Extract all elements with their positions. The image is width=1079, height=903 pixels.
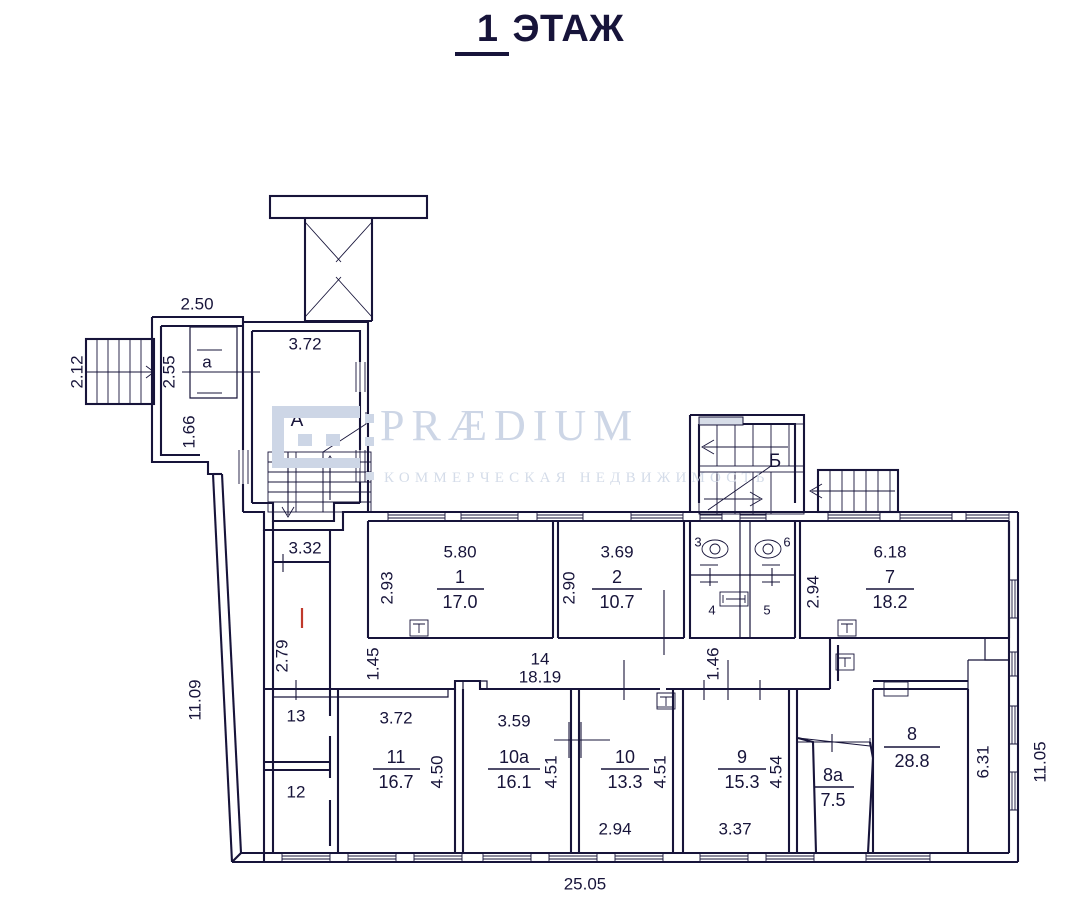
room-1-width: 5.80 xyxy=(443,542,476,561)
room-10-height: 4.51 xyxy=(650,755,669,788)
room-4-number: 4 xyxy=(708,602,715,617)
room-a-label: a xyxy=(202,352,212,371)
windows-bottom-wall xyxy=(281,853,931,862)
dim-2-55: 2.55 xyxy=(159,355,178,388)
dim-1-45: 1.45 xyxy=(363,647,382,680)
dim-6-31: 6.31 xyxy=(973,745,992,778)
room-10a-area: 16.1 xyxy=(496,772,531,792)
room-8a-area: 7.5 xyxy=(820,790,845,810)
room-2-number: 2 xyxy=(612,567,622,587)
room-10-number: 10 xyxy=(615,747,635,767)
room-8a-number: 8а xyxy=(823,765,844,785)
room-13-number: 13 xyxy=(287,706,306,725)
room-1-number: 1 xyxy=(455,567,465,587)
dim-11-05: 11.05 xyxy=(1030,741,1049,782)
room-8-group xyxy=(871,659,1009,853)
room-11-area: 16.7 xyxy=(378,772,413,792)
room-11-number: 11 xyxy=(387,747,406,767)
room-5-number: 5 xyxy=(763,602,770,617)
windows-right-wall xyxy=(1009,579,1018,811)
rooms-11-10a-10-group xyxy=(336,680,675,853)
stair-flight-a-down xyxy=(267,451,324,518)
room-10a-number: 10а xyxy=(499,747,530,767)
dim-1-46: 1.46 xyxy=(703,647,722,680)
room-7-number: 7 xyxy=(885,567,895,587)
dim-3-32: 3.32 xyxy=(288,538,321,557)
corridor-14 xyxy=(273,638,855,710)
entrance-vestibule-block xyxy=(150,315,260,476)
room-10-width: 2.94 xyxy=(598,819,631,838)
room-7-width: 6.18 xyxy=(873,542,906,561)
dim-3-72-hall: 3.72 xyxy=(288,334,321,353)
building-outline-main xyxy=(232,510,1020,864)
room-9-height: 4.54 xyxy=(766,755,785,788)
room-10-area: 13.3 xyxy=(607,772,642,792)
room-3-number: 3 xyxy=(694,534,701,549)
room-7-area: 18.2 xyxy=(872,592,907,612)
floor-word: ЭТАЖ xyxy=(512,8,625,50)
external-stair-right xyxy=(809,468,900,514)
dim-2-79: 2.79 xyxy=(272,639,291,672)
room-9-area: 15.3 xyxy=(724,772,759,792)
external-stair-left xyxy=(84,337,156,406)
dim-left-stair-width: 2.12 xyxy=(67,355,86,388)
room-7-height: 2.94 xyxy=(803,575,822,608)
floor-number: 1 xyxy=(454,8,509,56)
room-8-area: 28.8 xyxy=(894,751,929,771)
room-group-1-2 xyxy=(366,521,686,655)
room-11-width: 3.72 xyxy=(379,708,412,727)
dim-1-66: 1.66 xyxy=(179,415,198,448)
outer-wall-left-slanted xyxy=(211,472,243,863)
stairwell-b-label: Б xyxy=(769,451,781,472)
room-2-width: 3.69 xyxy=(600,542,633,561)
room-1-height: 2.93 xyxy=(377,571,396,604)
windows-top-wall xyxy=(387,512,1010,521)
stairwell-b xyxy=(688,413,806,515)
room-6-number: 6 xyxy=(783,534,790,549)
room-8-number: 8 xyxy=(907,724,917,744)
stairwell-a-lower xyxy=(243,501,368,532)
entrance-canopy xyxy=(268,194,429,323)
dim-11-09: 11.09 xyxy=(185,679,204,720)
rooms-12-13-group xyxy=(264,530,334,846)
room-14-number: 14 xyxy=(531,649,550,668)
room-10a-width: 3.59 xyxy=(497,711,530,730)
room-12-number: 12 xyxy=(287,782,306,801)
room-2-area: 10.7 xyxy=(599,592,634,612)
room-9-group xyxy=(681,680,791,853)
room-10a-height: 4.51 xyxy=(541,755,560,788)
dim-2-50: 2.50 xyxy=(180,294,213,313)
room-8a-group xyxy=(795,689,875,854)
room-9-width: 3.37 xyxy=(718,819,751,838)
room-2-height: 2.90 xyxy=(559,571,578,604)
room-14-area: 18.19 xyxy=(519,667,562,686)
dim-bottom-total: 25.05 xyxy=(564,874,607,893)
stairwell-a-label: А xyxy=(291,410,304,431)
room-1-area: 17.0 xyxy=(442,592,477,612)
bathroom-group xyxy=(688,521,797,640)
room-11-height: 4.50 xyxy=(427,755,446,788)
room-9-number: 9 xyxy=(737,747,747,767)
